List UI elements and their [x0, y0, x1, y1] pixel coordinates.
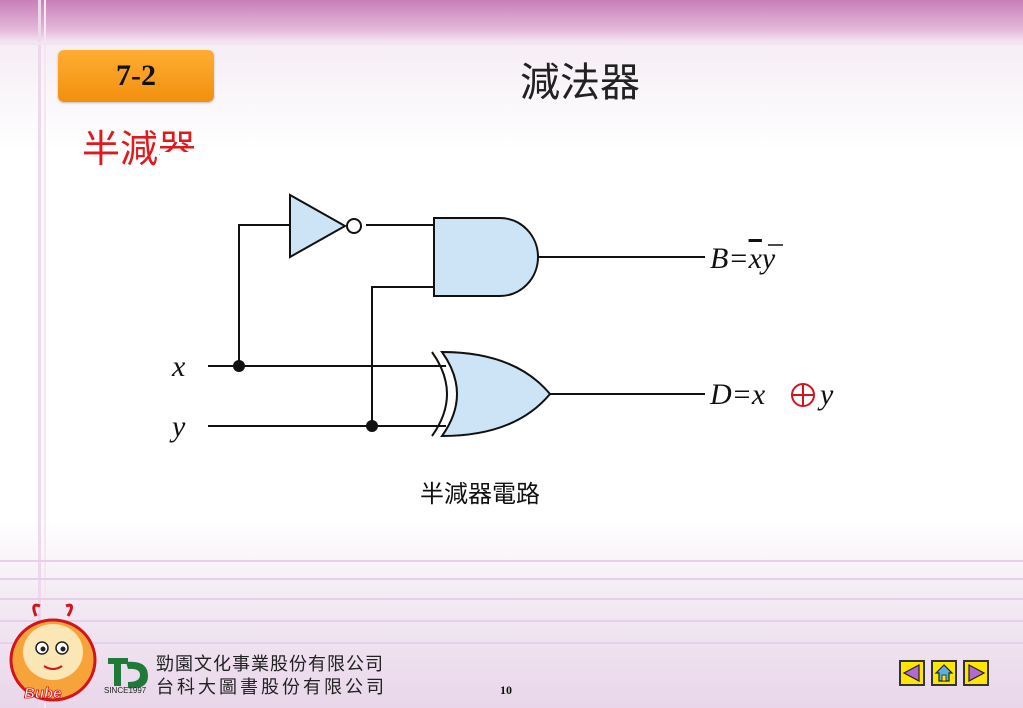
prev-slide-button[interactable] — [899, 660, 925, 686]
wire-x-branch — [238, 224, 290, 366]
next-slide-button[interactable] — [963, 660, 989, 686]
prev-triangle-icon — [902, 664, 920, 682]
input-x-label: x — [171, 350, 186, 383]
decor-stripe — [0, 578, 1023, 580]
decor-vertical-line — [38, 0, 41, 708]
output-d-label: D=x — [709, 378, 766, 411]
junction-dot-x — [233, 360, 245, 372]
since-label: SINCE1997 — [104, 686, 147, 695]
home-icon — [934, 664, 954, 682]
svg-text:Bube: Bube — [24, 685, 62, 702]
xor-symbol-icon — [791, 383, 815, 407]
decor-stripe — [0, 642, 1023, 644]
home-button[interactable] — [931, 660, 957, 686]
wire-y-branch — [371, 286, 434, 426]
not-bubble — [346, 218, 362, 234]
figure-caption: 半減器電路 — [420, 480, 540, 508]
output-b-label: B=xy — [710, 242, 776, 275]
and-gate — [433, 217, 539, 297]
slide-title: 減法器 — [520, 60, 640, 106]
junction-dot-y — [366, 420, 378, 432]
decor-stripe — [0, 620, 1023, 622]
page-number: 10 — [500, 683, 512, 697]
not-gate — [289, 193, 348, 259]
decor-horizontal-line — [0, 42, 1023, 45]
xor-gate — [440, 350, 552, 438]
output-d-var: y — [817, 378, 834, 411]
company-name-2: 台科大圖書股份有限公司 — [156, 677, 387, 698]
xor-extra-arc — [431, 351, 448, 437]
decor-vertical-line — [44, 0, 46, 708]
next-triangle-icon — [968, 664, 986, 682]
bube-mascot-icon: Bube — [9, 603, 97, 702]
input-y-label: y — [169, 410, 186, 443]
decor-stripe — [0, 598, 1023, 600]
decor-stripe — [0, 560, 1023, 562]
company-name-1: 勁園文化事業股份有限公司 — [156, 654, 384, 675]
section-badge: 7-2 — [58, 50, 214, 102]
company-logo-icon — [108, 658, 148, 689]
